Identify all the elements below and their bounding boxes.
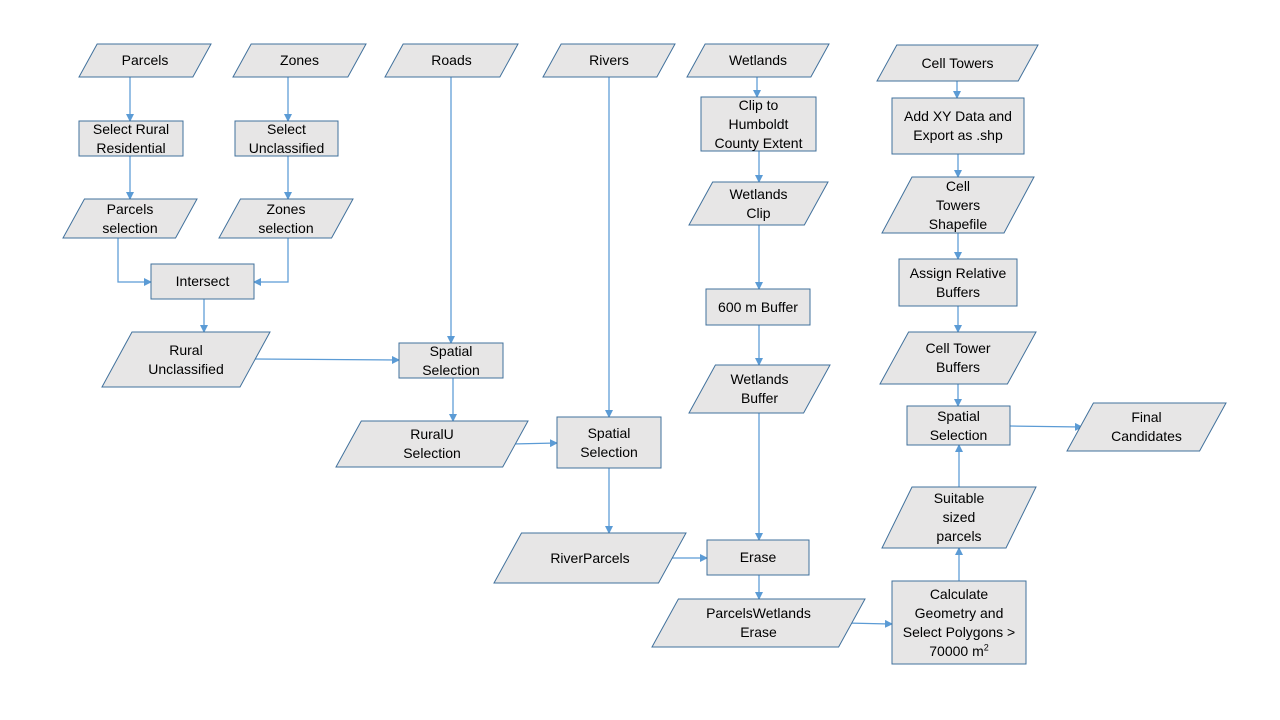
edge-parcels-selection-to-intersect <box>117 238 152 286</box>
node-calculate-geometry: Calculate Geometry and Select Polygons >… <box>892 581 1026 664</box>
node-spatial-selection-towers: Spatial Selection <box>929 407 988 443</box>
shape-suitable-parcels <box>881 486 1037 549</box>
node-wetlands: Wetlands <box>728 52 788 68</box>
node-add-xy-data: Add XY Data and Export as .shp <box>904 108 1012 143</box>
node-wetlands-buffer: Wetlands Buffer <box>730 371 789 406</box>
calc-geometry-label: Calculate Geometry and Select Polygons >… <box>903 585 1015 661</box>
calc-geometry-text: Calculate Geometry and Select Polygons >… <box>902 585 1016 659</box>
node-final-candidates: Final Candidates <box>1111 409 1182 444</box>
shape-buffer-600 <box>705 288 811 326</box>
node-select-unclassified: Select Unclassified <box>248 120 325 156</box>
node-spatial-selection-roads: Spatial Selection <box>422 342 480 378</box>
shape-intersect <box>150 263 255 300</box>
shape-assign-buffers <box>898 258 1018 307</box>
shape-final-candidates <box>1066 402 1227 452</box>
shape-cell-tower-buffers <box>879 331 1037 385</box>
edge-ruralu-selection-to-spatial-selection-2 <box>511 439 558 448</box>
node-600m-buffer: 600 m Buffer <box>718 298 798 315</box>
node-cell-towers-shapefile: Cell Towers Shapefile <box>928 177 988 232</box>
shape-clip-humboldt <box>700 96 817 152</box>
shape-wetlands-buffer <box>688 364 831 414</box>
node-assign-relative-buffers: Assign Relative Buffers <box>909 264 1007 300</box>
node-cell-towers: Cell Towers <box>921 54 994 71</box>
edge-zones-selection-to-intersect <box>253 238 289 286</box>
shape-zones <box>232 43 367 78</box>
edge-parcels-wetlands-erase-to-calc-geometry <box>845 619 893 628</box>
node-wetlands-clip: Wetlands Clip <box>729 185 788 221</box>
node-parcels: Parcels <box>121 52 169 68</box>
node-roads: Roads <box>431 52 472 68</box>
shape-cell-towers-shapefile <box>881 176 1035 234</box>
shape-rural-unclassified <box>101 331 271 388</box>
edge-spatial-selection-3-to-final-candidates <box>1009 422 1083 431</box>
shape-wetlands-clip <box>688 181 829 226</box>
shape-zones-selection <box>218 198 354 239</box>
shape-rivers <box>542 43 676 78</box>
shape-roads <box>384 43 519 78</box>
shape-spatial-selection-1 <box>398 342 504 379</box>
shape-select-rural-residential <box>78 120 184 157</box>
node-select-rural-residential: Select Rural Residential <box>92 120 170 156</box>
shape-cell-towers <box>876 44 1039 82</box>
node-parcels-selection: Parcels selection <box>102 200 158 236</box>
node-river-parcels: RiverParcels <box>550 549 630 566</box>
node-zones: Zones <box>280 52 319 68</box>
node-suitable-sized-parcels: Suitable sized parcels <box>933 490 985 544</box>
node-ruralu-selection: RuralU Selection <box>403 426 461 461</box>
node-cell-tower-buffers: Cell Tower Buffers <box>925 340 991 375</box>
shape-select-unclassified <box>234 120 339 157</box>
node-spatial-selection-rivers: Spatial Selection <box>580 424 638 460</box>
node-rivers: Rivers <box>589 52 629 68</box>
shape-spatial-selection-3 <box>906 405 1011 446</box>
node-parcels-wetlands-erase: ParcelsWetlands Erase <box>706 605 811 640</box>
shape-river-parcels <box>493 532 687 584</box>
node-clip-humboldt: Clip to Humboldt County Extent <box>714 96 803 151</box>
shape-spatial-selection-2 <box>556 416 662 469</box>
shape-ruralu-selection <box>335 420 529 468</box>
shape-calc-geometry <box>891 580 1027 665</box>
node-rural-unclassified: Rural Unclassified <box>148 341 224 377</box>
shape-parcels <box>78 43 212 78</box>
node-zones-selection: Zones selection <box>258 200 314 236</box>
node-intersect: Intersect <box>175 273 230 289</box>
shape-parcels-selection <box>62 198 198 239</box>
shape-parcels-wetlands-erase <box>651 598 866 648</box>
shape-erase <box>706 539 810 576</box>
shape-wetlands <box>686 43 830 78</box>
calc-geometry-superscript: 2 <box>983 641 989 652</box>
edge-rural-unclassified-to-spatial-selection-1 <box>254 355 400 364</box>
node-erase: Erase <box>739 549 777 565</box>
shape-add-xy <box>891 97 1025 155</box>
